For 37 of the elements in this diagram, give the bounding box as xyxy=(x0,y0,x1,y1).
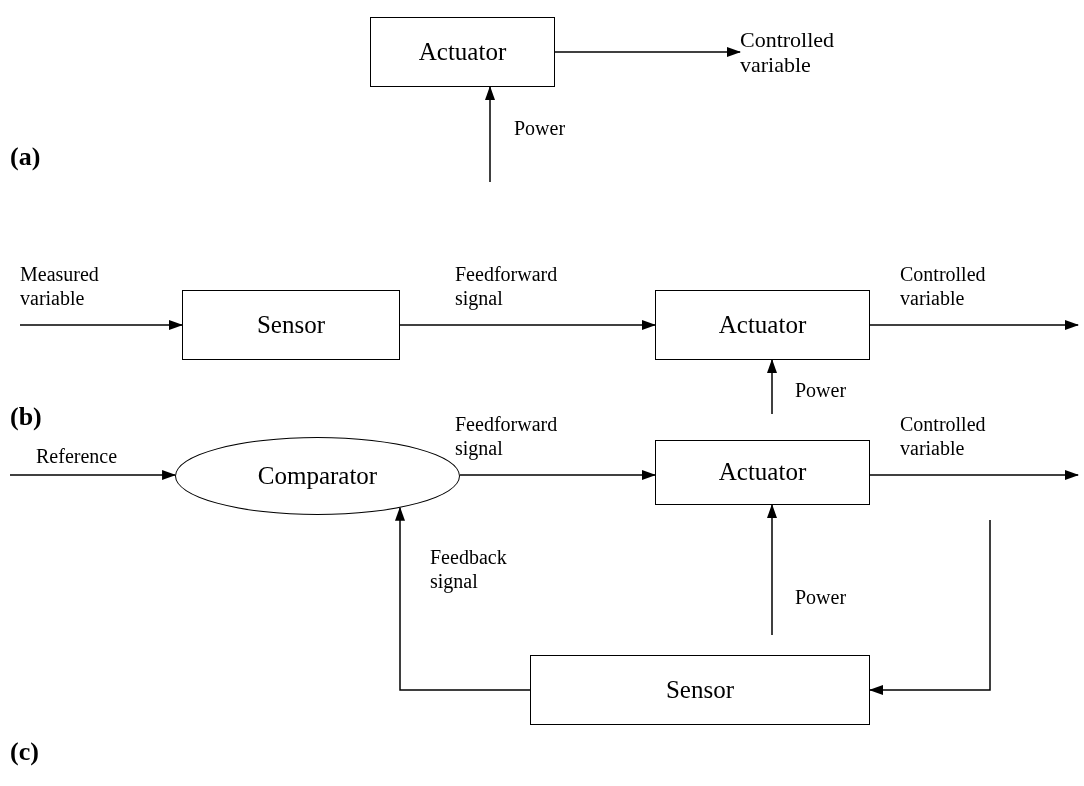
node-label: Actuator xyxy=(418,37,507,67)
arrow xyxy=(399,320,656,330)
process-box xyxy=(182,290,400,360)
edge-label: Reference xyxy=(36,444,118,468)
arrow xyxy=(485,86,495,183)
edge-label: Power xyxy=(795,585,847,609)
part-label: (a) xyxy=(10,142,41,172)
edge-label: Controlled variable xyxy=(900,262,987,310)
arrow xyxy=(459,470,656,480)
arrow xyxy=(767,504,777,636)
edge-label: Power xyxy=(514,116,566,140)
part-label: (c) xyxy=(10,737,39,767)
arrow xyxy=(554,47,741,57)
edge-label: Feedforward signal xyxy=(455,262,559,310)
node-label: Sensor xyxy=(665,675,735,705)
arrow xyxy=(19,320,183,330)
edge-label: Power xyxy=(795,378,847,402)
edge-label: Feedforward signal xyxy=(455,412,559,460)
part-label: (b) xyxy=(10,402,42,432)
arrow xyxy=(395,506,531,691)
process-box xyxy=(530,655,870,725)
arrow xyxy=(869,519,991,695)
process-box xyxy=(655,290,870,360)
node-label: Sensor xyxy=(256,310,326,340)
edge-label: Feedback signal xyxy=(430,545,508,593)
arrow xyxy=(9,470,177,480)
node-label: Actuator xyxy=(718,310,807,340)
edge-label: Measured variable xyxy=(20,262,100,310)
node-label: Controlled variable xyxy=(740,22,870,82)
arrow xyxy=(869,470,1079,480)
node-label: Actuator xyxy=(718,458,807,487)
edge-label: Controlled variable xyxy=(900,412,987,460)
node-label: Comparator xyxy=(257,461,378,491)
arrow xyxy=(869,320,1079,330)
process-box xyxy=(655,440,870,505)
process-box xyxy=(370,17,555,87)
arrow xyxy=(767,359,777,415)
